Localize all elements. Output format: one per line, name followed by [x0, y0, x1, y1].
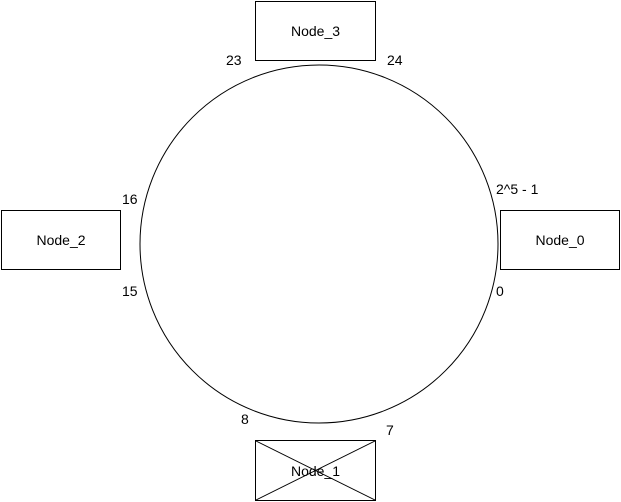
position-label-0: 0: [496, 283, 504, 299]
position-label-7: 7: [386, 422, 394, 438]
hash-ring-circle: [139, 64, 499, 424]
node-1-box: Node_1: [255, 440, 376, 501]
node-2-box: Node_2: [1, 210, 121, 270]
position-label-24: 24: [387, 52, 403, 68]
position-label-max: 2^5 - 1: [496, 181, 539, 197]
node-3-box: Node_3: [255, 1, 376, 61]
node-0-label: Node_0: [535, 232, 585, 248]
position-label-16: 16: [122, 191, 138, 207]
position-label-23: 23: [226, 52, 242, 68]
node-0-box: Node_0: [500, 210, 620, 270]
cross-out-icon: [256, 441, 375, 500]
position-label-8: 8: [241, 411, 249, 427]
node-3-label: Node_3: [290, 23, 341, 39]
node-2-label: Node_2: [36, 232, 86, 248]
position-label-15: 15: [122, 283, 138, 299]
node-1-label: Node_1: [290, 462, 341, 479]
